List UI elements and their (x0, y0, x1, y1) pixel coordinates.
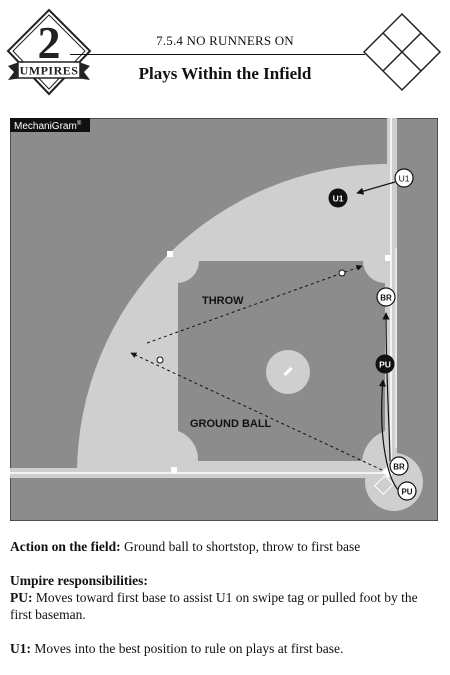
page-title: Plays Within the Infield (138, 64, 312, 83)
ground-ball-label: GROUND BALL (190, 418, 272, 430)
svg-text:U1: U1 (399, 174, 410, 184)
action-paragraph: Action on the field: Ground ball to shor… (10, 538, 440, 555)
pu-paragraph: PU: Moves toward first base to assist U1… (10, 589, 440, 623)
action-label: Action on the field: (10, 539, 121, 554)
svg-text:BR: BR (380, 294, 392, 303)
logo-number: 2 (38, 17, 61, 68)
br-lower-marker: BR (389, 456, 409, 476)
pu-label: PU: (10, 590, 33, 605)
pu-mid-marker: PU (375, 354, 395, 374)
logo-text: UMPIRES (20, 64, 79, 78)
ball-at-shortstop (156, 356, 164, 364)
mechanigram-diagram: THROW GROUND BALL MechaniGram® U1 U1 BR … (10, 118, 438, 521)
u1-paragraph: U1: Moves into the best position to rule… (10, 640, 440, 657)
batter-runner-path (382, 312, 391, 462)
brand-label: MechaniGram® (14, 120, 82, 132)
second-base (167, 251, 173, 257)
first-base (385, 255, 391, 261)
responsibilities-heading: Umpire responsibilities: (10, 573, 148, 588)
svg-text:U1: U1 (333, 194, 344, 204)
pu-text: Moves toward first base to assist U1 on … (10, 590, 418, 622)
u1-start-marker: U1 (394, 168, 414, 188)
ball-at-first (338, 269, 346, 277)
action-text: Ground ball to shortstop, throw to first… (120, 539, 361, 554)
diamond-grid-icon (362, 12, 442, 92)
plate-umpire-path (378, 379, 403, 494)
umpires-logo: 2 UMPIRES (6, 8, 92, 96)
u1-label: U1: (10, 641, 31, 656)
throw-label: THROW (202, 295, 244, 307)
u1-movement-arrow (356, 181, 396, 195)
header-divider (70, 54, 365, 55)
svg-text:PU: PU (401, 488, 412, 497)
throw-path (146, 264, 363, 344)
svg-text:BR: BR (393, 463, 405, 472)
brand-label-box (10, 118, 90, 132)
header: 2 UMPIRES 7.5.4 NO RUNNERS ON Plays With… (0, 0, 450, 110)
pu-start-marker: PU (397, 481, 417, 501)
pitchers-rubber (283, 366, 293, 377)
u1-text: Moves into the best position to rule on … (31, 641, 344, 656)
u1-end-marker: U1 (328, 188, 348, 208)
batters-box (374, 475, 394, 495)
br-upper-marker: BR (376, 287, 396, 307)
svg-text:PU: PU (379, 360, 391, 370)
third-base (171, 467, 177, 473)
ground-ball-path (130, 352, 383, 471)
caption: Action on the field: Ground ball to shor… (10, 538, 440, 657)
section-title: 7.5.4 NO RUNNERS ON (156, 33, 294, 48)
